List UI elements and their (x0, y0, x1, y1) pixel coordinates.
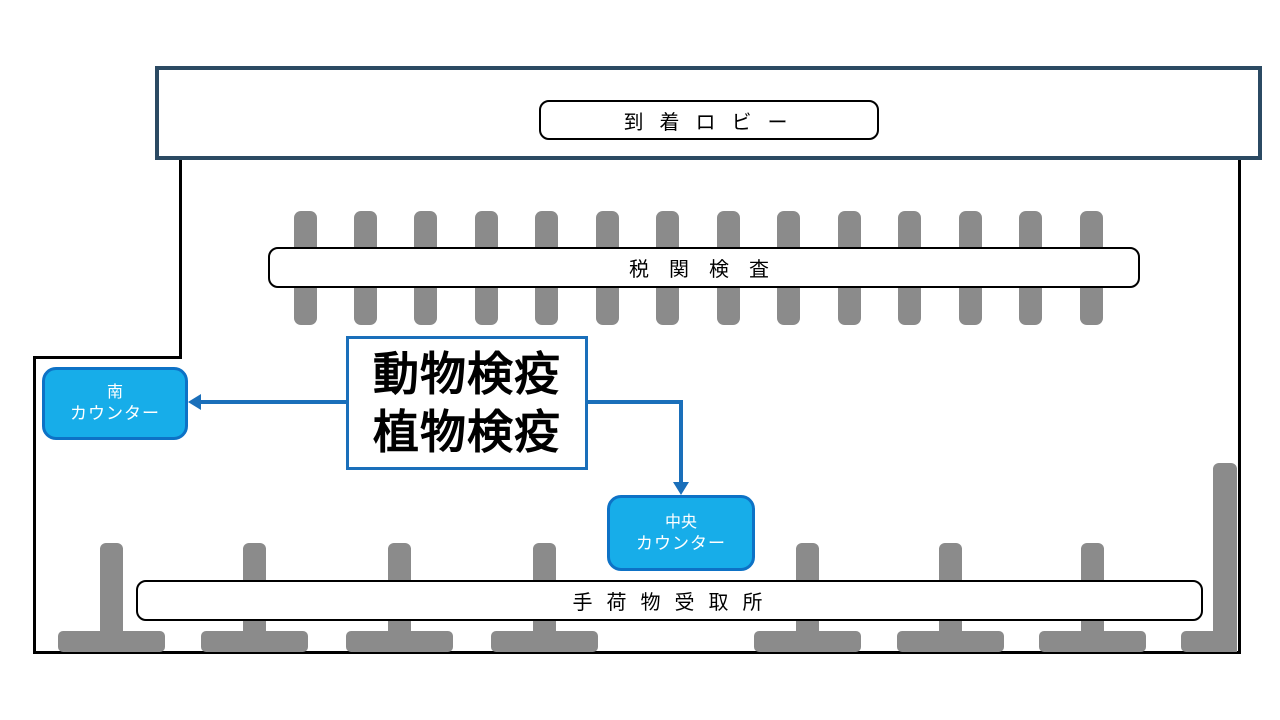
baggage-carousel-base (58, 631, 165, 652)
baggage-carousel-bar (100, 543, 123, 633)
baggage-l-pillar (1213, 463, 1237, 652)
arrival-lobby-label-text: 到着ロビー (623, 111, 804, 134)
customs-inspection-label: 税関検査 (268, 247, 1140, 288)
arrival-lobby-label: 到着ロビー (538, 100, 879, 140)
wall-bottom-horizontal (33, 651, 1241, 654)
wall-upper-left-vertical (179, 158, 182, 359)
south-counter-box: 南 カウンター (42, 367, 188, 440)
arrow-down-icon (673, 482, 689, 495)
plant-quarantine-text: 植物検疫 (373, 406, 561, 458)
arrow-left-icon (188, 394, 201, 410)
baggage-carousel-base (1039, 631, 1146, 652)
customs-inspection-label-text: 税関検査 (629, 259, 789, 281)
arrow-to-south-counter-line (196, 400, 346, 404)
arrow-to-central-counter-hline (588, 400, 683, 404)
baggage-carousel-base (491, 631, 598, 652)
animal-quarantine-text: 動物検疫 (373, 348, 561, 400)
central-counter-line1: 中央 (664, 513, 697, 531)
wall-step-horizontal (33, 356, 182, 359)
south-counter-line1: 南 (106, 384, 123, 401)
baggage-carousel-base (897, 631, 1004, 652)
central-counter-box: 中央 カウンター (607, 495, 755, 571)
baggage-claim-label-text: 手荷物受取所 (572, 592, 777, 614)
wall-left-vertical (33, 356, 36, 654)
south-counter-line2: カウンター (70, 404, 160, 423)
baggage-carousel-base (754, 631, 861, 652)
arrival-lobby-zone: 到着ロビー (155, 66, 1262, 160)
wall-right-vertical (1238, 158, 1241, 654)
central-counter-line2: カウンター (636, 533, 726, 553)
baggage-carousel-base (201, 631, 308, 652)
baggage-carousel-base (346, 631, 453, 652)
baggage-claim-label: 手荷物受取所 (136, 580, 1203, 621)
baggage-l-foot (1181, 631, 1237, 652)
arrow-to-central-counter-vline (679, 400, 683, 486)
quarantine-callout: 動物検疫 植物検疫 (346, 336, 588, 470)
